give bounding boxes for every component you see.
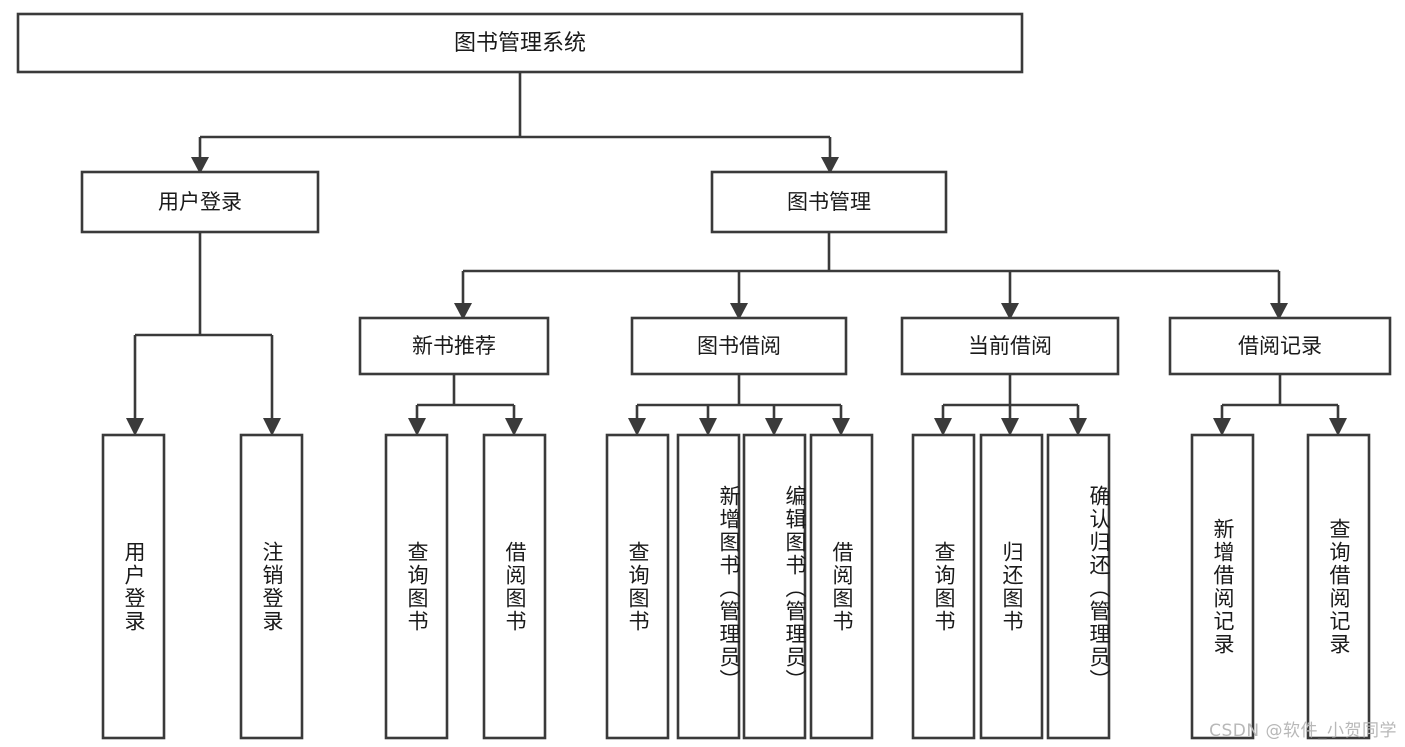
node-root-label: 图书管理系统 xyxy=(454,31,586,56)
leaf-box-query-book-2[interactable] xyxy=(605,433,670,740)
arrow-icon xyxy=(1069,418,1087,436)
node-book-borrow[interactable]: 图书借阅 xyxy=(630,316,848,376)
node-new-book-recommend-box[interactable] xyxy=(358,316,550,376)
watermark: CSDN @软件_小贺同学 xyxy=(1209,721,1397,741)
leaf-box-borrow-book-2[interactable] xyxy=(809,433,874,740)
arrow-icon xyxy=(1001,418,1019,436)
leaf-box-query-book-3[interactable] xyxy=(911,433,976,740)
edge-newbook-bus xyxy=(415,374,516,423)
arrow-icon xyxy=(934,418,952,436)
arrow-icon xyxy=(454,303,472,320)
leaf-box-return-book[interactable] xyxy=(979,433,1044,740)
edge-borrow-bus xyxy=(635,374,843,423)
arrow-icon xyxy=(821,157,839,174)
arrow-icon xyxy=(1270,303,1288,320)
edge-record-bus xyxy=(1220,374,1340,423)
node-current-borrow[interactable]: 当前借阅 xyxy=(900,316,1120,376)
node-borrow-record-label: 借阅记录 xyxy=(1238,334,1322,358)
arrow-icon xyxy=(730,303,748,320)
arrow-icon xyxy=(1001,303,1019,320)
leaf-box-edit-book[interactable] xyxy=(742,433,807,740)
node-user-login-label: 用户登录 xyxy=(158,190,242,214)
arrow-icon xyxy=(628,418,646,436)
node-root[interactable]: 图书管理系统 xyxy=(16,12,1024,74)
leaf-box-query-record[interactable] xyxy=(1306,433,1371,740)
edge-bookmgmt-bus xyxy=(461,232,1281,306)
node-borrow-record[interactable]: 借阅记录 xyxy=(1168,316,1392,376)
edge-root-bus xyxy=(198,72,832,160)
leaf-box-confirm-return[interactable] xyxy=(1046,433,1111,740)
node-borrow-record-box[interactable] xyxy=(1168,316,1392,376)
edge-userlogin-bus xyxy=(133,232,274,423)
leaf-box-user-login[interactable] xyxy=(101,433,166,740)
leaf-box-logout[interactable] xyxy=(239,433,304,740)
arrow-icon xyxy=(263,418,281,436)
node-new-book-recommend-label: 新书推荐 xyxy=(412,334,496,358)
leaf-box-add-record[interactable] xyxy=(1190,433,1255,740)
arrow-icon xyxy=(408,418,426,436)
node-new-book-recommend[interactable]: 新书推荐 xyxy=(358,316,550,376)
arrowhead-layer xyxy=(126,157,1347,436)
node-book-management-label: 图书管理 xyxy=(787,190,871,214)
node-book-management[interactable]: 图书管理 xyxy=(710,170,948,234)
edge-current-bus xyxy=(941,374,1080,423)
node-current-borrow-label: 当前借阅 xyxy=(968,334,1052,358)
leaf-box-query-book-1[interactable] xyxy=(384,433,449,740)
node-current-borrow-box[interactable] xyxy=(900,316,1120,376)
node-user-login[interactable]: 用户登录 xyxy=(80,170,320,234)
arrow-icon xyxy=(1329,418,1347,436)
arrow-icon xyxy=(126,418,144,436)
node-book-borrow-box[interactable] xyxy=(630,316,848,376)
arrow-icon xyxy=(832,418,850,436)
leaf-box-add-book[interactable] xyxy=(676,433,741,740)
node-book-borrow-label: 图书借阅 xyxy=(697,334,781,358)
arrow-icon xyxy=(699,418,717,436)
arrow-icon xyxy=(765,418,783,436)
arrow-icon xyxy=(191,157,209,174)
node-root-box[interactable] xyxy=(16,12,1024,74)
leaf-box-borrow-book-1[interactable] xyxy=(482,433,547,740)
node-book-management-box[interactable] xyxy=(710,170,948,234)
node-user-login-box[interactable] xyxy=(80,170,320,234)
arrow-icon xyxy=(505,418,523,436)
leaf-layer xyxy=(101,433,1371,740)
connector-layer xyxy=(133,72,1340,423)
arrow-icon xyxy=(1213,418,1231,436)
